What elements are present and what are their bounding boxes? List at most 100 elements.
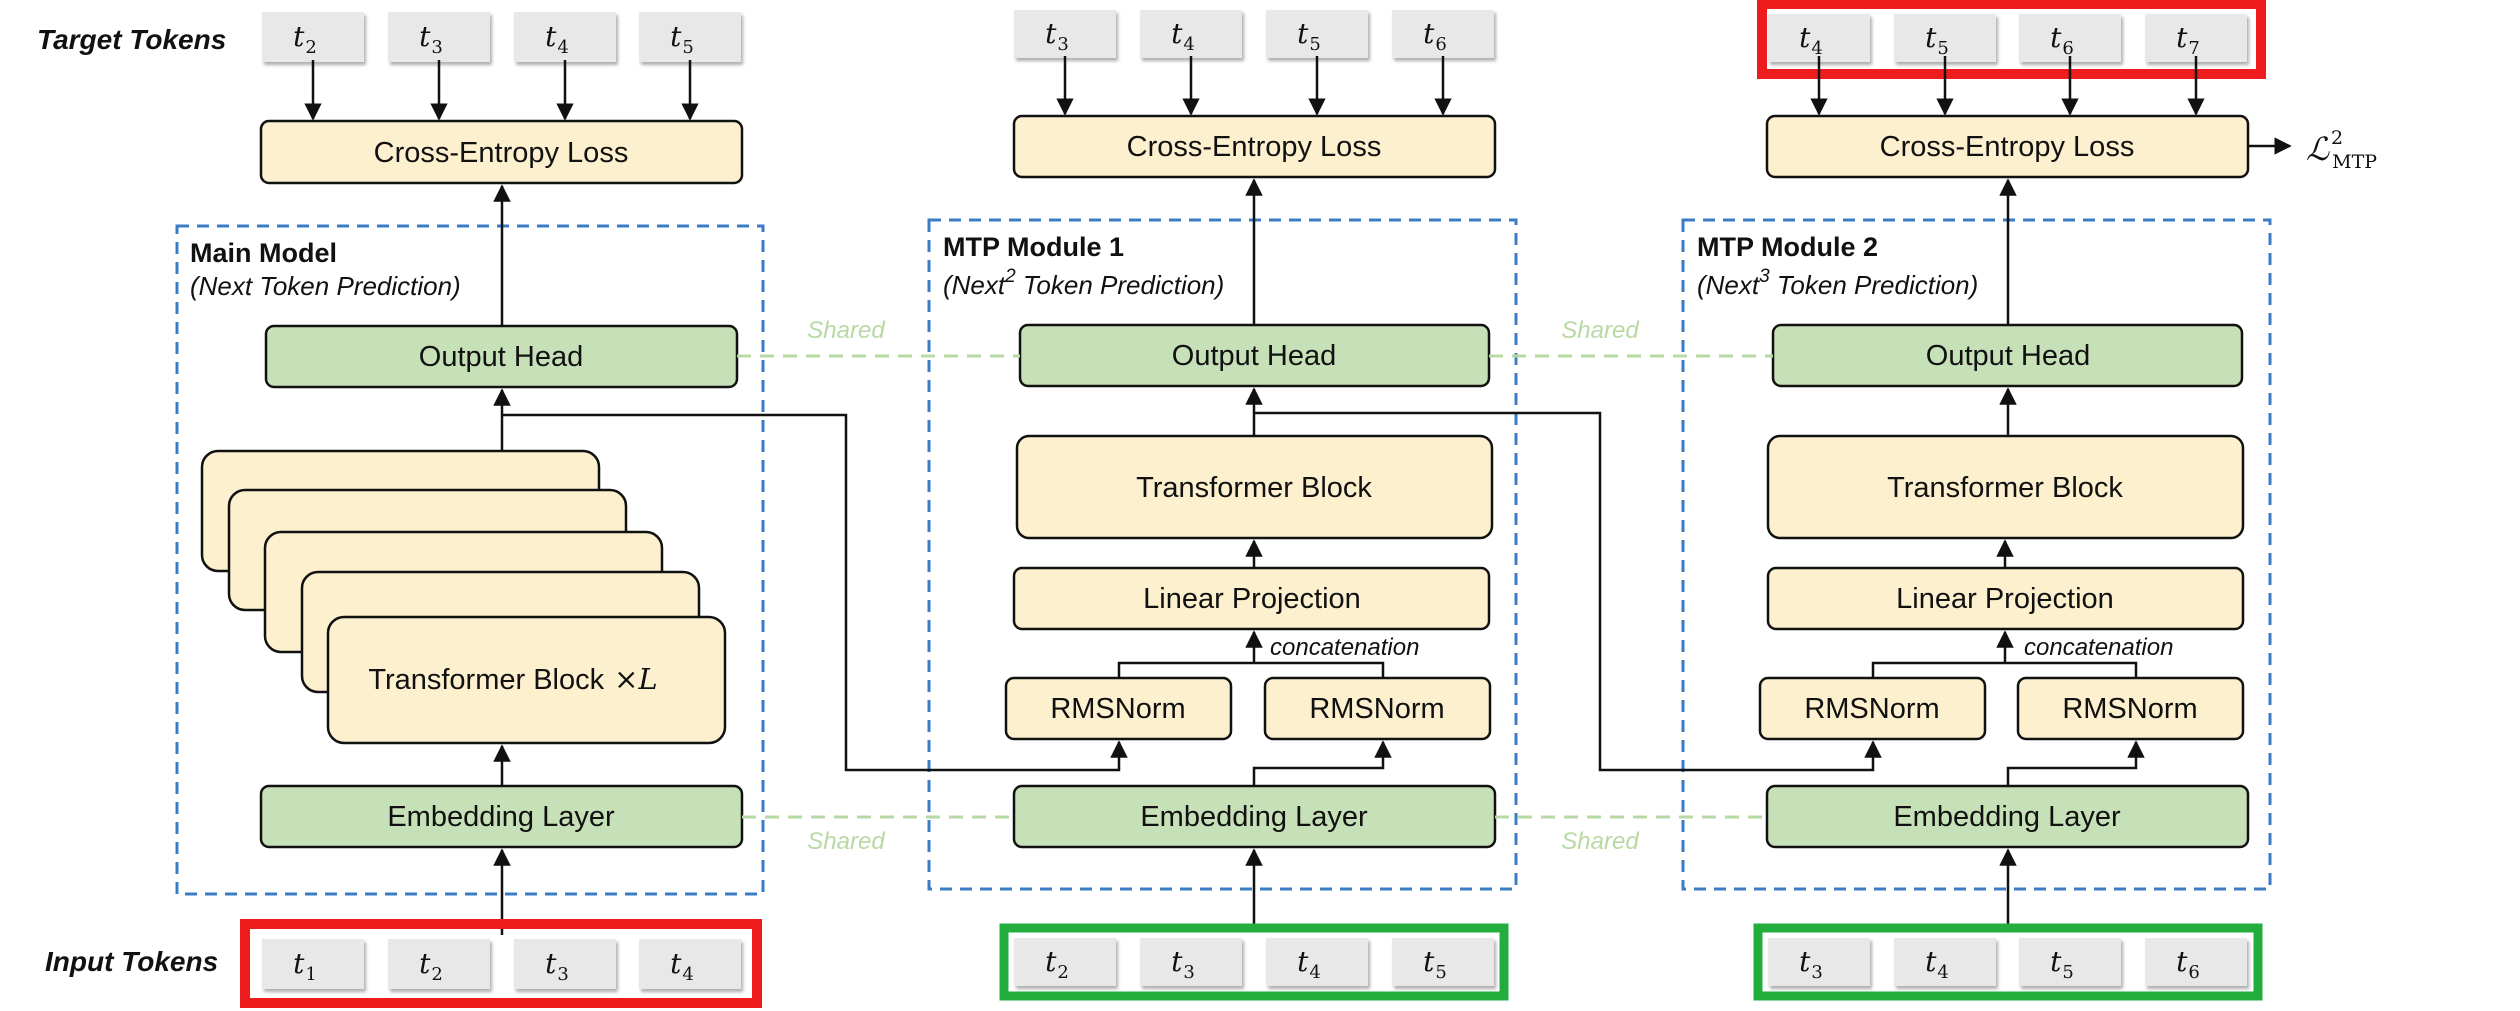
token-chip: [1392, 10, 1494, 58]
mtp2-transformer-block: [1766, 434, 2245, 540]
mtp2-embedding-label: Embedding Layer: [1893, 801, 2121, 833]
mtp-module-2: MTP Module 2 (Next3 Token Prediction) t4…: [1681, 0, 2377, 1001]
main-output-head-label: Output Head: [419, 341, 583, 373]
mtp1-linear-projection: [1012, 566, 1491, 631]
token-chip: [1014, 10, 1116, 58]
token-chip: [1392, 938, 1494, 986]
token-label: t1: [293, 947, 317, 985]
mtp1-rmsnorm-right-label: RMSNorm: [1309, 693, 1444, 725]
token-chip: [1014, 938, 1116, 986]
token-label: t3: [1171, 945, 1195, 983]
mtp1-border: [927, 218, 1518, 891]
main-loss-box: [259, 119, 744, 185]
mtp2-subtitle: (Next3 Token Prediction): [1697, 266, 1978, 300]
shared-label-2: Shared: [1561, 317, 1639, 344]
mtp1-input-highlight: [999, 923, 1509, 1001]
mtp2-output-head-label: Output Head: [1926, 340, 2090, 372]
token-label: t3: [1045, 17, 1069, 55]
target-tokens-label: Target Tokens: [37, 24, 226, 55]
token-label: t6: [2050, 21, 2074, 59]
mtp1-to-mtp2-connection: [1254, 411, 1882, 772]
mtp1-rmsnorm-right: [1263, 676, 1492, 741]
main-target-tokens: t2 t3 t4 t5: [262, 12, 741, 62]
mtp2-transformer-label: Transformer Block: [1887, 472, 2123, 504]
token-chip: [2145, 14, 2247, 62]
token-chip: [2145, 938, 2247, 986]
shared-label-1: Shared: [807, 317, 885, 344]
token-label: t2: [293, 20, 317, 58]
mtp1-rmsnorm-left: [1004, 676, 1233, 741]
main-model-title: Main Model: [190, 238, 337, 268]
mtp2-title: MTP Module 2: [1697, 232, 1878, 262]
main-to-mtp1-connection: [502, 413, 1128, 772]
input-tokens-label: Input Tokens: [45, 946, 218, 977]
token-label: t5: [1925, 21, 1949, 59]
token-chip: [1768, 938, 1870, 986]
mtp1-rmsnorm-left-label: RMSNorm: [1050, 693, 1185, 725]
token-chip: [262, 939, 364, 989]
mtp1-linear-label: Linear Projection: [1143, 583, 1361, 615]
mtp2-target-highlight: [1757, 0, 2266, 79]
token-chip: [388, 12, 490, 62]
token-label: t4: [1297, 945, 1321, 983]
token-chip: [2019, 14, 2121, 62]
mtp-module-1: MTP Module 1 (Next2 Token Prediction) t3…: [927, 10, 1518, 1001]
mtp1-transformer-block: [1015, 434, 1494, 540]
token-label: t4: [670, 947, 694, 985]
token-chip: [1894, 14, 1996, 62]
token-chip: [388, 939, 490, 989]
token-label: t4: [1799, 21, 1823, 59]
token-chip: [1266, 10, 1368, 58]
token-label: t2: [419, 947, 443, 985]
main-transformer-label: Transformer Block×L: [368, 662, 657, 696]
main-model-subtitle: (Next Token Prediction): [190, 271, 461, 301]
mtp1-embedding-label: Embedding Layer: [1140, 801, 1368, 833]
token-label: t5: [2050, 945, 2074, 983]
mtp1-title: MTP Module 1: [943, 232, 1124, 262]
mtp2-linear-label: Linear Projection: [1896, 583, 2114, 615]
mtp2-loss-label: Cross-Entropy Loss: [1880, 131, 2135, 163]
token-chip: [1140, 10, 1242, 58]
token-chip: [1266, 938, 1368, 986]
token-chip: [1140, 938, 1242, 986]
main-embedding-label: Embedding Layer: [387, 801, 615, 833]
token-chip: [2019, 938, 2121, 986]
mtp2-border: [1681, 218, 2272, 891]
mtp2-embedding-layer: [1765, 784, 2250, 849]
token-label: t5: [670, 20, 694, 58]
main-transformer-block: [326, 615, 727, 745]
token-chip: [262, 12, 364, 62]
mtp2-rmsnorm-right-label: RMSNorm: [2062, 693, 2197, 725]
mtp2-target-tokens: t4 t5 t6 t7: [1768, 14, 2247, 62]
main-model-border: [175, 224, 765, 896]
token-label: t7: [2176, 21, 2200, 59]
mtp1-input-tokens: t2 t3 t4 t5: [1014, 938, 1494, 986]
mtp2-linear-projection: [1766, 566, 2245, 631]
mtp2-rmsnorm-left: [1758, 676, 1987, 741]
token-label: t6: [1423, 17, 1447, 55]
token-chip: [514, 12, 616, 62]
token-label: t5: [1423, 945, 1447, 983]
mtp2-input-highlight: [1753, 923, 2263, 1001]
main-loss-label: Cross-Entropy Loss: [374, 137, 629, 169]
token-chip: [639, 12, 741, 62]
shared-label-3: Shared: [807, 828, 885, 855]
token-label: t3: [545, 947, 569, 985]
token-label: t3: [419, 20, 443, 58]
main-input-highlight: [240, 919, 762, 1008]
mtp1-concat-label: concatenation: [1270, 634, 1419, 661]
token-label: t6: [2176, 945, 2200, 983]
main-input-tokens: t1 t2 t3 t4: [262, 939, 741, 989]
mtp1-transformer-label: Transformer Block: [1136, 472, 1372, 504]
token-label: t5: [1297, 17, 1321, 55]
token-label: t3: [1799, 945, 1823, 983]
token-chip: [639, 939, 741, 989]
shared-label-4: Shared: [1561, 828, 1639, 855]
token-chip: [1894, 938, 1996, 986]
token-label: t2: [1045, 945, 1069, 983]
token-label: t4: [545, 20, 569, 58]
